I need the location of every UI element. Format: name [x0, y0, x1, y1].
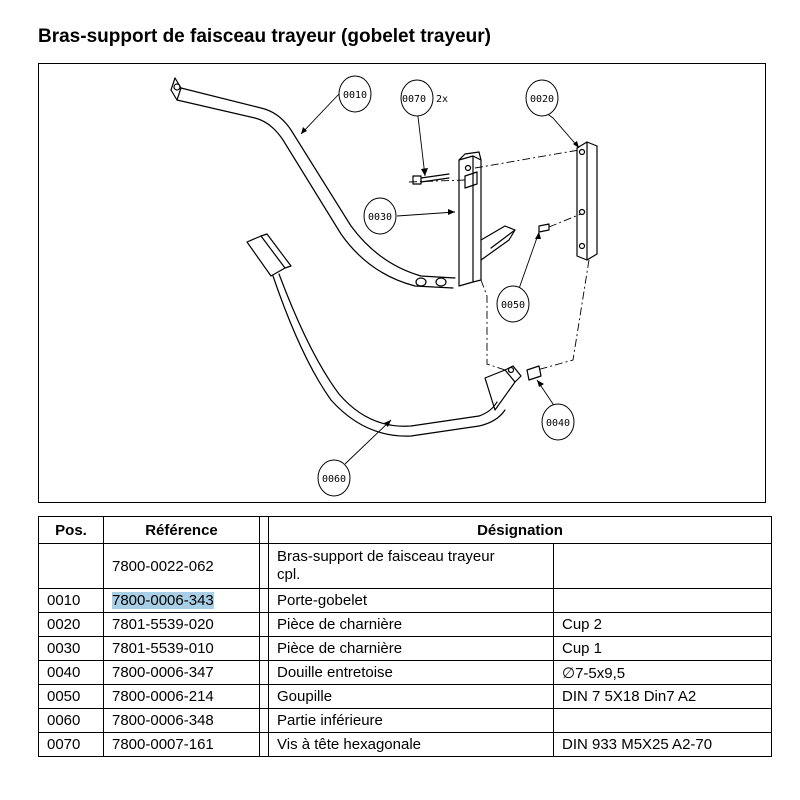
cell-designation: Porte-gobelet	[268, 588, 554, 613]
designation-line-2: cpl.	[277, 566, 301, 583]
table-row: 0050 7800-0006-214 Goupille DIN 7 5X18 D…	[38, 684, 772, 709]
cell-pos: 0030	[38, 636, 104, 661]
designation-line-1: Bras-support de faisceau trayeur	[277, 548, 495, 565]
callout-0050: 0050	[501, 300, 525, 311]
cell-designation: Pièce de charnière	[268, 636, 554, 661]
cell-pos	[38, 543, 104, 589]
cell-pos: 0060	[38, 708, 104, 733]
cell-pos: 0070	[38, 732, 104, 757]
callout-0070: 0070	[402, 94, 426, 105]
table-row: 0010 7800-0006-343 Porte-gobelet	[38, 588, 772, 613]
hinge-piece-part-0020	[576, 141, 598, 261]
cell-spec	[553, 708, 772, 733]
cell-pos: 0010	[38, 588, 104, 613]
cell-designation: Goupille	[268, 684, 554, 709]
cell-reference: 7801-5539-020	[103, 612, 260, 637]
cell-gap	[259, 708, 269, 733]
header-designation: Désignation	[268, 516, 772, 544]
callout-0030-bubble	[363, 197, 397, 235]
table-header-row: Pos. Référence Désignation	[38, 516, 772, 544]
cell-spec: Cup 2	[553, 612, 772, 637]
cell-reference: 7800-0022-062	[103, 543, 260, 589]
pin-part-0050	[538, 223, 550, 233]
callout-0030: 0030	[368, 212, 392, 223]
cell-spec	[553, 543, 772, 589]
cell-spec: DIN 7 5X18 Din7 A2	[553, 684, 772, 709]
spacer-part-0040	[526, 365, 542, 381]
callout-0040-bubble	[541, 403, 575, 441]
cell-pos: 0040	[38, 660, 104, 685]
callout-0070-quantity: 2x	[436, 94, 448, 105]
lower-arm-part-0060	[246, 233, 522, 437]
cell-spec: DIN 933 M5X25 A2-70	[553, 732, 772, 757]
cell-reference-selected[interactable]: 7800-0006-343	[103, 588, 260, 613]
cell-spec	[553, 588, 772, 613]
cell-gap	[259, 588, 269, 613]
cell-designation: Vis à tête hexagonale	[268, 732, 554, 757]
callout-0010: 0010	[343, 90, 367, 101]
exploded-view-svg: 0010 0070 2x 0020 0030 0050 0040 0060	[170, 75, 598, 497]
table-row: 0030 7801-5539-010 Pièce de charnière Cu…	[38, 636, 772, 661]
cell-gap	[259, 660, 269, 685]
cell-pos: 0050	[38, 684, 104, 709]
cell-reference: 7800-0006-348	[103, 708, 260, 733]
header-pos: Pos.	[38, 516, 104, 544]
callout-0020: 0020	[530, 94, 554, 105]
table-row-assembly: 7800-0022-062 Bras-support de faisceau t…	[38, 543, 772, 589]
cell-gap	[259, 732, 269, 757]
callout-0070-bubble	[400, 79, 434, 117]
cell-reference: 7800-0007-161	[103, 732, 260, 757]
cell-spec: Cup 1	[553, 636, 772, 661]
cell-designation: Partie inférieure	[268, 708, 554, 733]
cell-designation: Douille entretoise	[268, 660, 554, 685]
callout-0060: 0060	[322, 474, 346, 485]
cell-gap	[259, 684, 269, 709]
cell-gap	[259, 543, 269, 589]
cell-designation: Pièce de charnière	[268, 612, 554, 637]
header-gap	[259, 516, 269, 544]
selected-reference-text: 7800-0006-343	[112, 592, 214, 609]
cell-reference: 7801-5539-010	[103, 636, 260, 661]
cell-gap	[259, 612, 269, 637]
callout-0050-bubble	[496, 285, 530, 323]
callout-0060-bubble	[317, 459, 351, 497]
header-reference: Référence	[103, 516, 260, 544]
table-row: 0040 7800-0006-347 Douille entretoise ∅7…	[38, 660, 772, 685]
page-title: Bras-support de faisceau trayeur (gobele…	[38, 26, 491, 47]
callout-0020-bubble	[525, 79, 559, 117]
cell-pos: 0020	[38, 612, 104, 637]
table-row: 0020 7801-5539-020 Pièce de charnière Cu…	[38, 612, 772, 637]
upper-arm-part-0010	[170, 77, 456, 289]
exploded-view-drawing: 0010 0070 2x 0020 0030 0050 0040 0060	[38, 63, 766, 503]
cell-gap	[259, 636, 269, 661]
table-row: 0060 7800-0006-348 Partie inférieure	[38, 708, 772, 733]
screw-part-0070	[412, 173, 450, 185]
cell-designation: Bras-support de faisceau trayeur cpl.	[268, 543, 554, 589]
parts-table: Pos. Référence Désignation 7800-0022-062…	[38, 516, 772, 757]
cell-reference: 7800-0006-214	[103, 684, 260, 709]
callout-0040: 0040	[546, 418, 570, 429]
cell-reference: 7800-0006-347	[103, 660, 260, 685]
callout-0010-bubble	[338, 75, 372, 113]
hinge-piece-part-0030	[458, 151, 516, 287]
table-row: 0070 7800-0007-161 Vis à tête hexagonale…	[38, 732, 772, 757]
cell-spec: ∅7-5x9,5	[553, 660, 772, 685]
